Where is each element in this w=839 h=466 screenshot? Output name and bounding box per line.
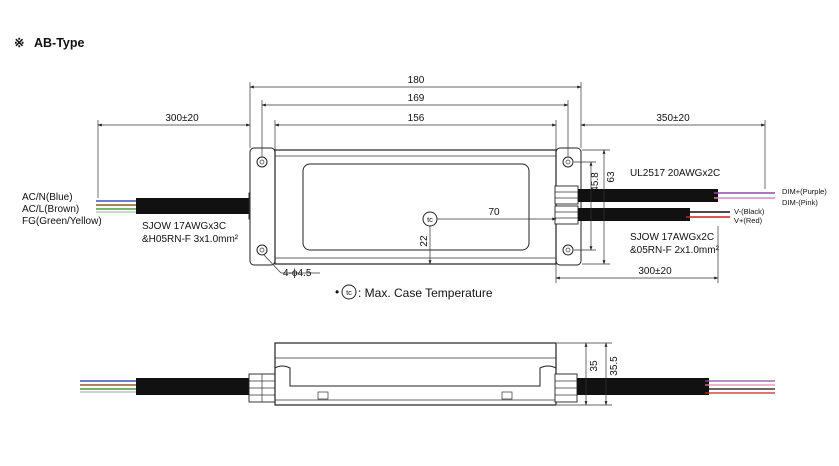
input-cable-spec: SJOW 17AWGx3C: [142, 221, 226, 232]
dim-mount-pitch: 169: [408, 93, 425, 104]
dim-dim-cable-length: 350±20: [656, 113, 690, 124]
top-view: tc 180 169 156 300±20 350±20 300±20: [22, 75, 827, 300]
input-wire-label: AC/L(Brown): [22, 204, 79, 215]
tc-point-label: tc: [427, 215, 433, 224]
dim-cable: [578, 189, 718, 202]
side-case-body: [274, 342, 557, 406]
tc-symbol-icon: [341, 284, 357, 300]
side-output-cable: [577, 378, 709, 395]
side-input-cable: [136, 378, 250, 395]
page-title: AB-Type: [34, 36, 85, 50]
right-bushing-top: [554, 185, 579, 205]
side-foot: [501, 391, 513, 400]
tc-note-bullet: •: [335, 285, 339, 299]
side-foot: [317, 391, 329, 400]
mount-hole-callout: 4-ϕ4.5: [283, 268, 312, 279]
dim-tc-y: 22: [419, 235, 430, 247]
output-cable-spec: &05RN-F 2x1.0mm²: [630, 245, 720, 256]
dim-cable-spec: UL2517 20AWGx2C: [630, 168, 720, 179]
dim-height-total: 35.5: [609, 356, 620, 376]
output-wire-label: V-(Black): [734, 207, 765, 216]
dim-body-length: 156: [408, 113, 425, 124]
mount-hole-icon: [562, 244, 574, 256]
right-bushing-bottom: [554, 205, 579, 225]
input-cable-spec: &H05RN-F 3x1.0mm²: [142, 234, 239, 245]
tc-note-text: : Max. Case Temperature: [358, 286, 493, 300]
dim-height-body: 35: [589, 360, 600, 372]
mount-hole-icon: [256, 244, 268, 256]
input-cable: [136, 198, 250, 214]
flange-left: [249, 147, 276, 266]
case-label-area: [302, 163, 530, 251]
title-symbol: ※: [14, 36, 24, 50]
dim-overall-length: 180: [408, 75, 425, 86]
dim-wire-label: DIM+(Purple): [782, 187, 827, 196]
output-cable: [578, 208, 690, 221]
input-wire-label: AC/N(Blue): [22, 192, 73, 203]
tc-note-symbol: tc: [346, 288, 352, 297]
dim-output-cable-length: 300±20: [638, 266, 672, 277]
side-view: 35 35.5: [80, 342, 775, 406]
dim-wire-label: DIM-(Pink): [782, 198, 818, 207]
dim-input-cable-length: 300±20: [165, 113, 199, 124]
output-wire-label: V+(Red): [734, 216, 763, 225]
dim-width: 63: [606, 171, 617, 183]
dim-tc-x: 70: [488, 207, 500, 218]
output-cable-spec: SJOW 17AWGx2C: [630, 232, 714, 243]
dim-mount-width: 45.8: [590, 172, 601, 192]
input-wire-label: FG(Green/Yellow): [22, 216, 102, 227]
